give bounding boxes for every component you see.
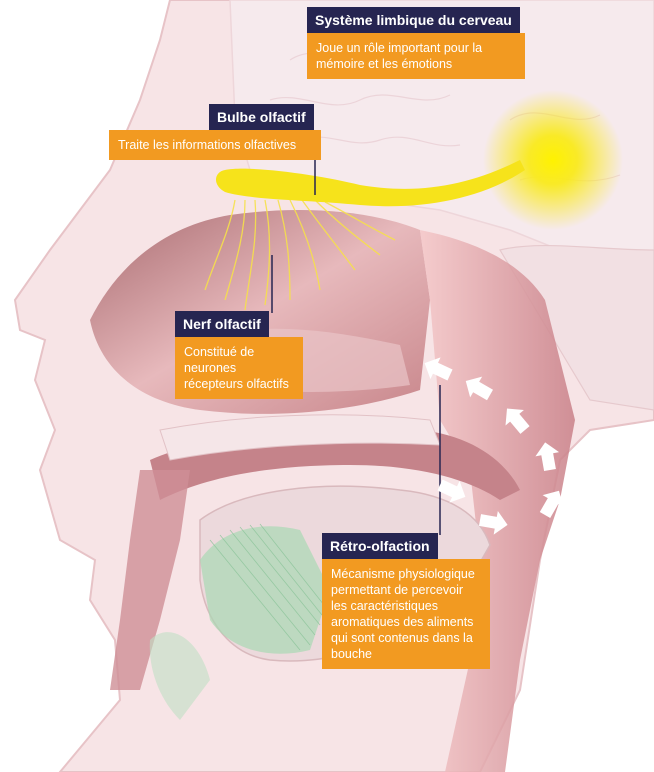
nerf-callout: Nerf olfactif Constitué de neurones réce… [175,311,303,399]
retro-text-line: permettant de percevoir [331,582,481,598]
limbic-text-line: Joue un rôle important pour la [316,40,516,56]
limbic-description: Joue un rôle important pour la mémoire e… [307,33,525,79]
nerf-text-line: récepteurs olfactifs [184,376,294,392]
retro-text-line: bouche [331,646,481,662]
retro-text-line: Mécanisme physiologique [331,566,481,582]
retro-description: Mécanisme physiologique permettant de pe… [322,559,490,669]
retro-text-line: qui sont contenus dans la [331,630,481,646]
bulbe-title: Bulbe olfactif [209,104,314,130]
retro-text-line: aromatiques des aliments [331,614,481,630]
retro-title: Rétro-olfaction [322,533,438,559]
bulbe-callout: Bulbe olfactif Traite les informations o… [209,104,314,130]
limbic-title: Système limbique du cerveau [307,7,520,33]
nerf-title: Nerf olfactif [175,311,269,337]
bulbe-text-line: Traite les informations olfactives [118,137,312,153]
nerf-description: Constitué de neurones récepteurs olfacti… [175,337,303,399]
bulbe-description: Traite les informations olfactives [109,130,321,160]
limbic-callout: Système limbique du cerveau Joue un rôle… [307,7,525,79]
retro-text-line: les caractéristiques [331,598,481,614]
limbic-glow [483,90,623,230]
limbic-text-line: mémoire et les émotions [316,56,516,72]
retro-callout: Rétro-olfaction Mécanisme physiologique … [322,533,490,669]
nerf-text-line: Constitué de neurones [184,344,294,376]
